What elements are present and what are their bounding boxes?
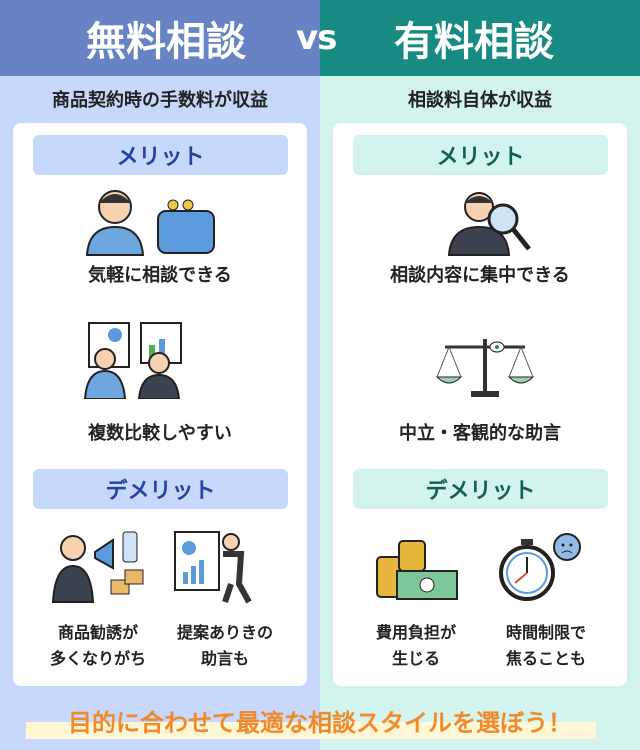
free-subtitle: 商品契約時の手数料が収益 — [52, 90, 268, 111]
salesperson-megaphone-icon — [51, 531, 144, 603]
demerit-2-line2: 助言も — [200, 649, 249, 668]
coins-money-icon — [376, 540, 458, 600]
demerit-1-line2: 生じる — [391, 649, 440, 668]
stopwatch-worried-icon — [499, 533, 581, 601]
demerit-1: 商品勧誘が多くなりがち — [33, 620, 163, 672]
demerit-1-line1: 費用負担が — [375, 623, 456, 642]
free-consultation-column: 無料相談 商品契約時の手数料が収益 メリット 気軽に相談できる 複数比較しやすい… — [0, 0, 320, 750]
merit-2: 複数比較しやすい — [88, 423, 232, 444]
paid-card: メリット 相談内容に集中できる 中立・客観的な助言 デメリット 費用負担が生じる… — [333, 123, 627, 686]
demerit-1-line1: 商品勧誘が — [57, 623, 138, 642]
person-magnifier-icon — [447, 192, 531, 256]
demerit-1-line2: 多くなりがち — [49, 649, 146, 668]
free-card: メリット 気軽に相談できる 複数比較しやすい デメリット 商品勧誘が多くなりがち… — [13, 123, 307, 686]
merit-2: 中立・客観的な助言 — [399, 423, 561, 444]
demerit-2-line1: 提案ありきの — [176, 623, 273, 642]
footer-message: 目的に合わせて最適な相談スタイルを選ぼう！ — [68, 709, 572, 737]
demerit-2: 時間制限で焦ることも — [481, 620, 611, 672]
demerit-label: デメリット — [353, 469, 608, 509]
demerit-label: デメリット — [33, 469, 288, 509]
compare-charts-icon — [83, 322, 182, 399]
demerit-2-line2: 焦ることも — [505, 649, 586, 668]
paid-title: 有料相談 — [320, 0, 640, 76]
demerit-2: 提案ありきの助言も — [160, 620, 290, 672]
merit-1: 気軽に相談できる — [88, 265, 232, 286]
merit-1: 相談内容に集中できる — [390, 265, 570, 286]
demerit-1: 費用負担が生じる — [351, 620, 481, 672]
merit-label: メリット — [353, 135, 608, 175]
proposal-document-icon — [174, 531, 252, 604]
vs-label: vs — [296, 18, 337, 58]
paid-consultation-column: 有料相談 相談料自体が収益 メリット 相談内容に集中できる 中立・客観的な助言 … — [320, 0, 640, 750]
merit-label: メリット — [33, 135, 288, 175]
free-title: 無料相談 — [0, 0, 320, 76]
person-wallet-icon — [85, 190, 215, 256]
footer-highlight — [26, 722, 596, 739]
demerit-2-line1: 時間制限で — [505, 623, 586, 642]
scale-balance-icon — [435, 339, 535, 397]
paid-subtitle: 相談料自体が収益 — [408, 90, 552, 111]
